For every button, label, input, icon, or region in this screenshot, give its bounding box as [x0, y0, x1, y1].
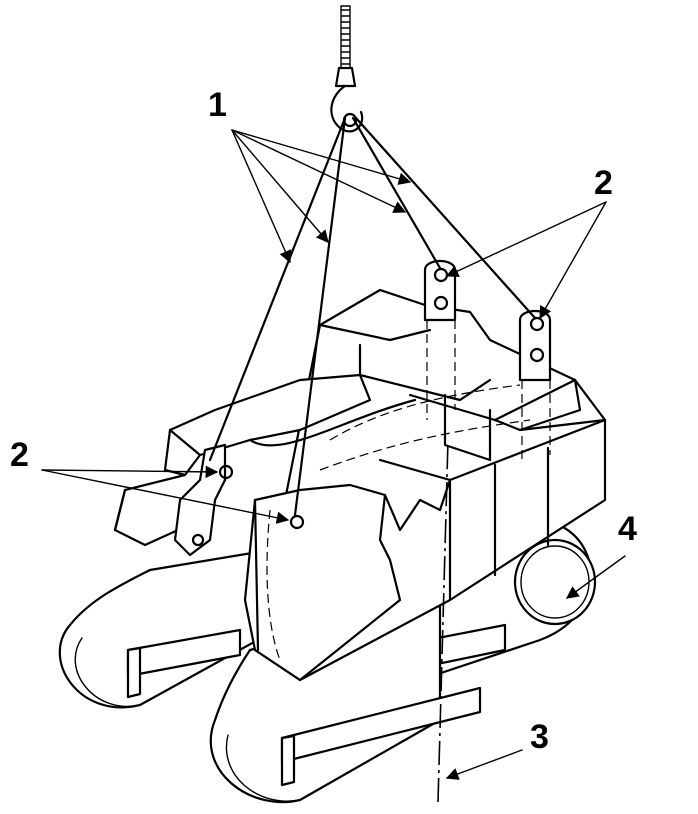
leaders: [41, 129, 626, 780]
label-crawler-track: 4: [618, 510, 637, 548]
sling-front-left: [208, 116, 347, 462]
lifting-eye: [289, 514, 305, 530]
sling-rear-left: [351, 116, 442, 270]
sling-rear-right: [354, 116, 537, 320]
boom-front: [243, 478, 452, 682]
hook-block: [334, 66, 357, 88]
slings: [208, 116, 537, 517]
crane-hook: [330, 5, 364, 133]
label-lifting-points-front: 2: [10, 436, 29, 474]
centre-of-gravity-line: [437, 439, 449, 803]
label-slings: 1: [208, 86, 227, 124]
sling-front-right: [293, 116, 347, 517]
label-lifting-points-rear: 2: [594, 164, 613, 202]
boom-foot-plate: [173, 443, 234, 557]
track-idler-wheel: [513, 538, 597, 626]
lifting-eye: [218, 464, 234, 480]
label-centre-of-gravity: 3: [530, 718, 549, 756]
